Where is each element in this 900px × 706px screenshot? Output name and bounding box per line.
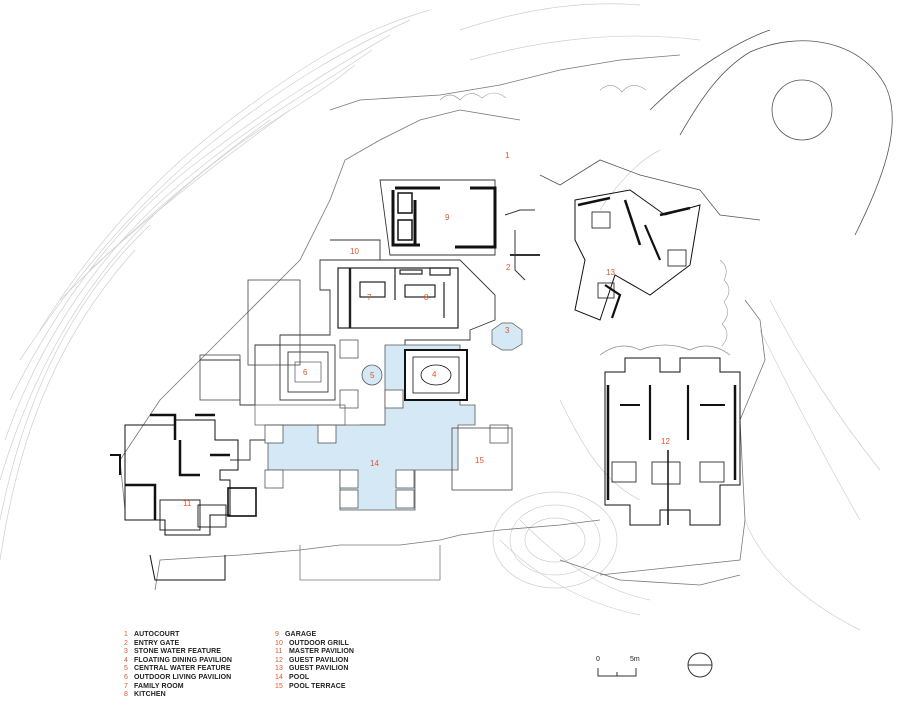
- label-5: 5: [370, 371, 375, 380]
- kitchen-family-room: [337, 267, 459, 329]
- label-4: 4: [432, 370, 437, 379]
- master-pavilion: [110, 413, 257, 581]
- living-pavilion: [279, 344, 336, 401]
- scale-end-label: 5m: [630, 656, 640, 663]
- dining-pavilion: [404, 349, 468, 401]
- topographic-contours: [0, 3, 881, 631]
- north-arrow: [687, 652, 713, 678]
- scale-bar: [597, 668, 637, 677]
- label-7: 7: [367, 293, 372, 302]
- label-6: 6: [303, 368, 308, 377]
- label-3: 3: [505, 326, 510, 335]
- label-14: 14: [370, 459, 379, 468]
- label-13: 13: [606, 268, 615, 277]
- pool-terrace: [451, 427, 513, 491]
- guest-pavilion-12: [604, 357, 741, 526]
- roundabout: [649, 29, 893, 236]
- label-10: 10: [350, 247, 359, 256]
- label-2: 2: [506, 263, 511, 272]
- pool-coping-stones: [264, 339, 509, 509]
- stone-water-feature: [491, 322, 523, 351]
- label-12: 12: [661, 437, 670, 446]
- label-1: 1: [505, 151, 510, 160]
- label-8: 8: [424, 293, 429, 302]
- scale-start-label: 0: [596, 656, 600, 663]
- label-11: 11: [183, 499, 192, 508]
- boulders: [439, 85, 730, 347]
- garage-walls: [391, 186, 497, 249]
- guest-pavilion-13: [574, 189, 701, 321]
- entry-gate: [504, 209, 540, 281]
- central-water-feature: [361, 364, 383, 386]
- label-15: 15: [475, 456, 484, 465]
- label-9: 9: [445, 213, 450, 222]
